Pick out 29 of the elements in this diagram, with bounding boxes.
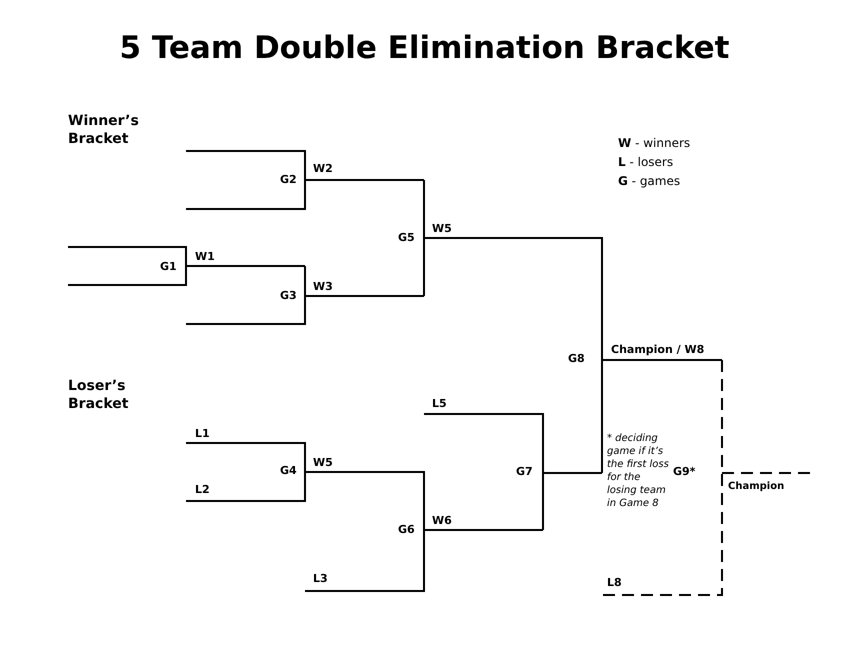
key-entry: W - winners — [618, 136, 690, 152]
game-label: G5 — [398, 231, 415, 246]
round-label: W2 — [313, 162, 333, 176]
key-entry: G - games — [618, 174, 680, 190]
game-label: G9* — [673, 465, 696, 480]
round-label: L3 — [313, 572, 328, 586]
round-label: Champion / W8 — [611, 343, 704, 358]
round-label: L8 — [607, 576, 622, 590]
round-label: W6 — [432, 514, 452, 528]
round-label: L5 — [432, 397, 447, 412]
round-label: W1 — [195, 250, 215, 264]
section-heading: Winner’s Bracket — [68, 112, 140, 148]
round-label: W5 — [313, 456, 333, 470]
game-label: G3 — [280, 289, 297, 304]
game-label: G2 — [280, 173, 297, 188]
game-label: G4 — [280, 464, 297, 478]
round-label: L2 — [195, 483, 210, 498]
round-label: L1 — [195, 427, 210, 442]
title: 5 Team Double Elimination Bracket — [120, 30, 730, 68]
game-label: G1 — [160, 260, 177, 274]
section-heading: Loser’s Bracket — [68, 377, 130, 414]
round-label: Champion — [728, 480, 784, 493]
game-label: G8 — [568, 352, 585, 366]
footnote: * deciding game if it’s the first loss for the losing team in Game 8 — [607, 432, 669, 510]
game-label: G6 — [398, 523, 415, 538]
game-label: G7 — [516, 465, 533, 480]
round-label: W5 — [432, 222, 452, 236]
key-entry: L - losers — [618, 155, 674, 171]
round-label: W3 — [313, 280, 333, 294]
